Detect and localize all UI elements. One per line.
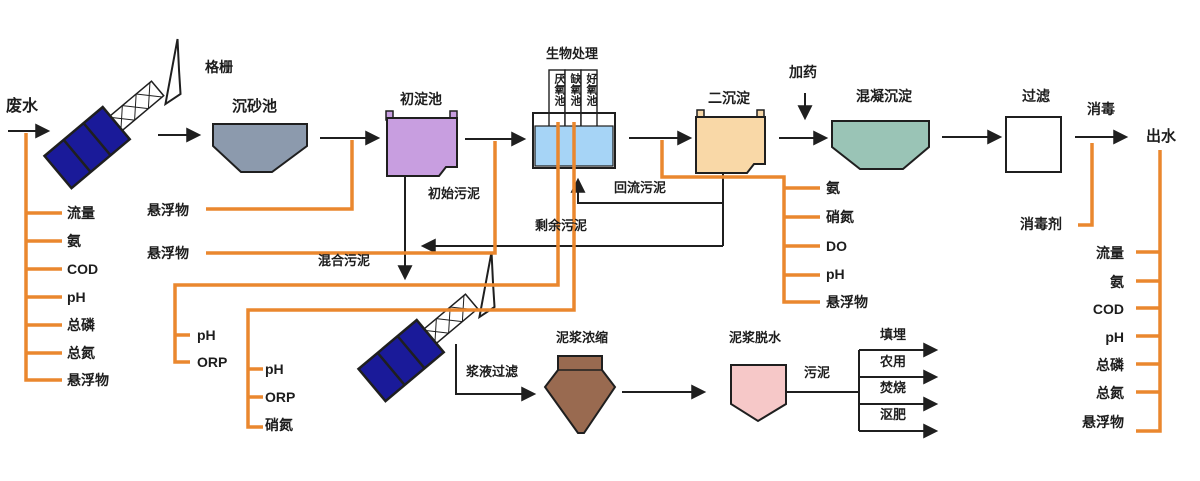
influent-param-ss: 悬浮物 bbox=[67, 372, 109, 388]
bio-treatment-label: 生物处理 bbox=[546, 46, 599, 61]
disposal-compost-label: 沤肥 bbox=[880, 407, 907, 422]
coagulation-label: 混凝沉淀 bbox=[856, 88, 912, 104]
sludge-line-label: 污泥 bbox=[804, 365, 831, 380]
disinfectant-label: 消毒剂 bbox=[1020, 216, 1062, 232]
disposal-landfill-label: 填埋 bbox=[880, 327, 907, 342]
effluent-param-tn: 总氮 bbox=[1096, 385, 1124, 401]
return-sludge-label: 回流污泥 bbox=[614, 180, 667, 195]
anaerobic-param-orp: ORP bbox=[197, 354, 228, 370]
anaerobic-param-ph: pH bbox=[197, 327, 216, 343]
effluent-param-cod: COD bbox=[1092, 301, 1124, 317]
slurry-filtration-label: 浆液过滤 bbox=[466, 364, 519, 379]
grit-chamber-tank bbox=[212, 123, 308, 173]
dewatering-label: 泥浆脱水 bbox=[729, 330, 782, 345]
effluent-param-flow: 流量 bbox=[1096, 245, 1124, 261]
effluent-param-ammonia: 氨 bbox=[1110, 274, 1124, 290]
disposal-incineration-label: 焚烧 bbox=[880, 380, 907, 395]
grit-chamber-label: 沉砂池 bbox=[232, 98, 278, 115]
anoxic-param-orp: ORP bbox=[265, 389, 296, 405]
bio-effluent-param-ph: pH bbox=[826, 266, 845, 282]
mixed-sludge-label: 混合污泥 bbox=[318, 253, 371, 268]
filtration-tank bbox=[1005, 116, 1062, 173]
bio-effluent-param-ammonia: 氨 bbox=[826, 180, 840, 196]
dosing-label: 加药 bbox=[789, 64, 817, 80]
sludge-dewatering-tank bbox=[730, 364, 787, 423]
influent-param-ph: pH bbox=[67, 289, 86, 305]
bio-effluent-param-nitrate: 硝氮 bbox=[826, 209, 854, 225]
secondary-clarifier-tank bbox=[695, 109, 766, 174]
influent-param-cod: COD bbox=[67, 261, 99, 277]
bio-cell-aerobic: 好氧池 bbox=[585, 73, 597, 106]
screen-label: 格栅 bbox=[205, 59, 233, 75]
instrument-lines bbox=[24, 122, 1162, 433]
thickening-label: 泥浆浓缩 bbox=[556, 330, 609, 345]
disposal-agriculture-label: 农用 bbox=[880, 354, 907, 369]
primary-clarifier-tank bbox=[385, 110, 458, 177]
anoxic-param-nitrate: 硝氮 bbox=[265, 417, 293, 433]
bio-effluent-param-do: DO bbox=[826, 238, 847, 254]
secondary-clarifier-label: 二沉淀 bbox=[708, 90, 750, 106]
disinfection-label: 消毒 bbox=[1087, 101, 1115, 117]
excess-sludge-label: 剩余污泥 bbox=[535, 218, 588, 233]
bio-cell-anoxic: 缺氧池 bbox=[569, 73, 581, 106]
primary-sludge-label: 初始污泥 bbox=[428, 186, 481, 201]
grit-effluent-ss-label: 悬浮物 bbox=[147, 202, 189, 218]
bio-cell-anaerobic: 厌氧池 bbox=[553, 73, 565, 106]
influent-param-ammonia: 氨 bbox=[67, 233, 81, 249]
anoxic-param-ph: pH bbox=[265, 361, 284, 377]
coagulation-tank bbox=[831, 120, 930, 170]
bio-effluent-param-ss: 悬浮物 bbox=[826, 294, 868, 310]
effluent-param-ph: pH bbox=[1105, 329, 1124, 345]
effluent-label: 出水 bbox=[1146, 128, 1177, 145]
sludge-thickener-tank bbox=[543, 355, 617, 434]
influent-param-tn: 总氮 bbox=[67, 345, 95, 361]
influent-param-tp: 总磷 bbox=[67, 317, 95, 333]
influent-param-flow: 流量 bbox=[67, 205, 95, 221]
primary-effluent-ss-label: 悬浮物 bbox=[147, 245, 189, 261]
influent-label: 废水 bbox=[6, 98, 39, 115]
bar-screen-icon bbox=[40, 37, 209, 190]
primary-clarifier-label: 初淀池 bbox=[400, 91, 442, 107]
effluent-param-tp: 总磷 bbox=[1096, 357, 1124, 373]
effluent-param-ss: 悬浮物 bbox=[1082, 414, 1124, 430]
filtration-label: 过滤 bbox=[1022, 88, 1050, 104]
